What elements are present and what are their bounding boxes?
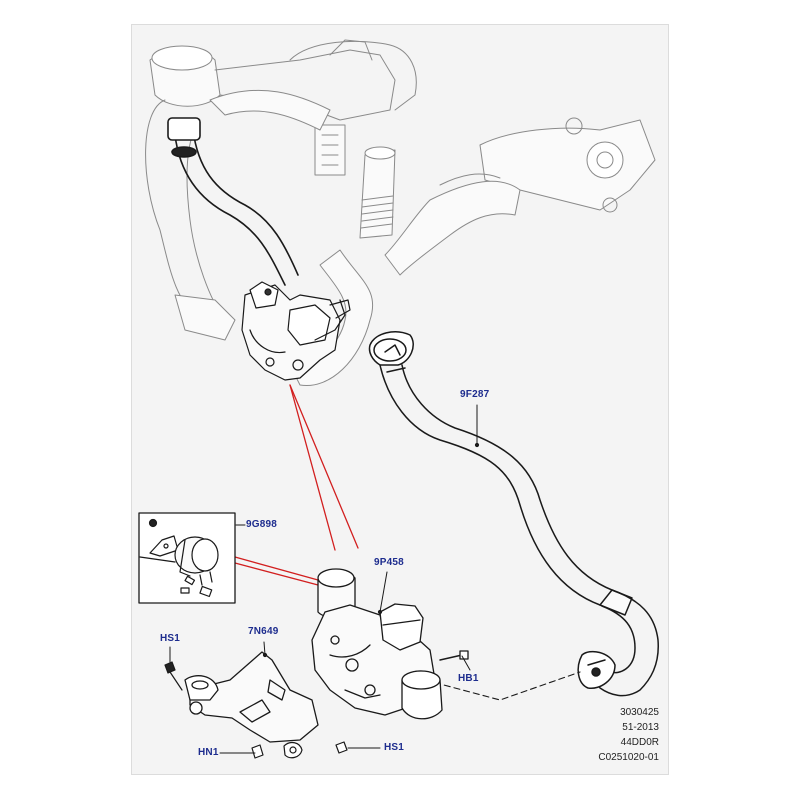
highlight-leaders: [234, 384, 359, 586]
diagram-code-line-4: C0251020-01: [598, 752, 659, 763]
egr-valve-9p458: [311, 568, 469, 720]
callout-9g898: 9G898: [246, 519, 278, 530]
diagram-code-line-2: 51-2013: [622, 722, 659, 733]
mounting-bracket-7n649: [184, 651, 319, 743]
engine-assembly-outline: [145, 39, 656, 387]
diagram-code-line-1: 3030425: [620, 707, 659, 718]
callout-leaders: [169, 404, 480, 754]
fasteners: [164, 661, 348, 759]
diagram-code-line-3: 44DD0R: [620, 737, 659, 748]
egr-valve-installed: [241, 281, 351, 381]
callout-hn1: HN1: [198, 747, 219, 758]
actuator-inset: [138, 512, 236, 604]
coolant-hose-9f287: [368, 331, 659, 697]
callout-hb1: HB1: [458, 673, 479, 684]
callout-7n649: 7N649: [248, 626, 279, 637]
connection-dashed-line: [424, 671, 581, 701]
callout-hs1-bottom: HS1: [384, 742, 405, 753]
callout-9p458: 9P458: [374, 557, 404, 568]
callout-hs1-top: HS1: [160, 633, 181, 644]
egr-pipe-upper: [167, 117, 299, 286]
callout-9f287: 9F287: [460, 389, 490, 400]
